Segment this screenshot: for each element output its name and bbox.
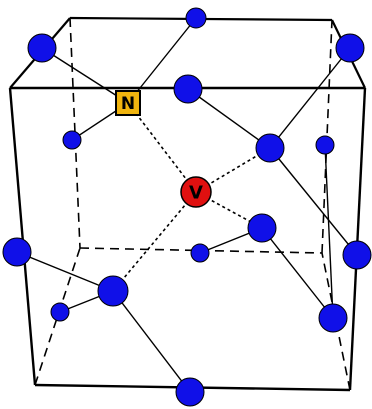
vacancy-bond-lower-left [112, 191, 197, 292]
atoms-back [50, 7, 335, 322]
bond-lower-left-to-edge [16, 251, 114, 292]
bond-top-center-to-right [187, 88, 271, 149]
atom [318, 303, 348, 333]
bond-right-to-edge [269, 147, 358, 256]
atom [247, 213, 277, 243]
atom [190, 243, 210, 263]
front-edge-left [8, 87, 37, 386]
nitrogen-atom: N [115, 90, 141, 116]
atom [27, 33, 57, 63]
atom [173, 74, 203, 104]
nitrogen-box [115, 90, 141, 116]
atoms-front [2, 33, 372, 407]
atom [335, 33, 365, 63]
cube-front-face [8, 86, 367, 392]
nitrogen-label: N [121, 94, 135, 114]
hidden-edge-front-bottom-left [34, 247, 81, 386]
cube-back-face [69, 17, 333, 254]
bonds [16, 17, 358, 393]
bond-lower-right-to-edge [261, 227, 334, 319]
hidden-edge-front-bottom-right [321, 252, 351, 391]
vacancy-bond-n [127, 102, 197, 193]
atom [175, 377, 205, 407]
vacancy-label: V [189, 183, 203, 204]
atom [2, 237, 32, 267]
cube-hidden-edges [34, 247, 351, 391]
vacancy-circle [180, 176, 212, 208]
bond-n-left-top [41, 47, 129, 104]
atom [342, 240, 372, 270]
atom [185, 7, 207, 29]
atom [255, 133, 285, 163]
atom [62, 130, 82, 150]
back-edge-left [69, 17, 81, 249]
bond-right-top-to-right [269, 47, 351, 149]
bond-inner-right-to-lower [324, 144, 334, 319]
bond-lower-left-to-bottom [112, 290, 191, 393]
atom [50, 302, 70, 322]
front-edge-right [348, 87, 367, 391]
vacancy-site: V [180, 176, 212, 208]
atom [315, 135, 335, 155]
atom [97, 275, 129, 307]
